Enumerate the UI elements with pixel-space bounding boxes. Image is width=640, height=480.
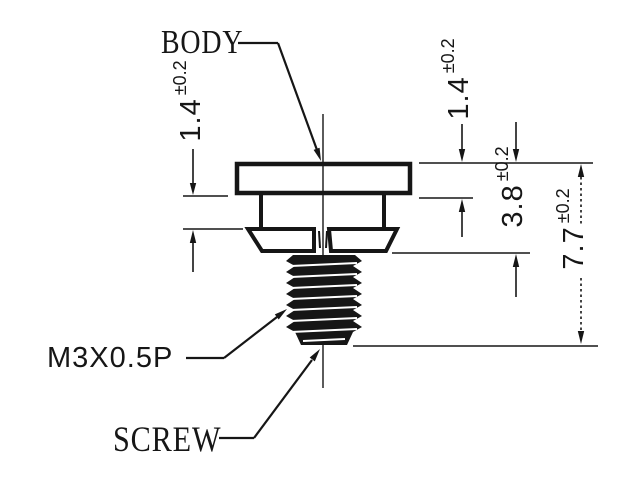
dim-body-height-value: 3.8 (496, 184, 529, 228)
thread-chamfer-left-tick (318, 230, 321, 249)
body-leader-line (238, 41, 321, 161)
dim-flange-height-lines (458, 124, 466, 237)
dim-overall-height-lines (577, 164, 585, 344)
extension-lines (183, 162, 598, 347)
dim-body-height-tolerance: ±0.2 (492, 146, 513, 182)
dim-flange-height-tolerance: ±0.2 (438, 38, 459, 74)
dim-overall-height-label: 7.7±0.2 (553, 188, 590, 270)
thread-chamfer-right-tick (325, 230, 328, 249)
thread-spec-label: M3X0.5P (47, 342, 174, 374)
dim-neck-height-value: 1.4 (174, 98, 207, 142)
screw-thread-body (286, 255, 362, 345)
collar-left-outline (244, 227, 316, 253)
screw-leader-line (219, 349, 320, 440)
dim-overall-height-tolerance: ±0.2 (553, 188, 574, 224)
thread-crest-lines (290, 262, 358, 342)
dim-neck-height-label: 1.4±0.2 (170, 60, 207, 142)
body-label: BODY (161, 24, 244, 61)
dim-neck-height-lines (189, 149, 197, 272)
dim-neck-height-tolerance: ±0.2 (170, 60, 191, 96)
screw-label: SCREW (113, 419, 222, 459)
dim-body-height-lines (512, 122, 520, 297)
dim-body-height-label: 3.8±0.2 (492, 146, 529, 228)
thread-spec-leader-line (186, 309, 287, 360)
dim-flange-height-label: 1.4±0.2 (438, 38, 475, 120)
body-flange-outline (234, 161, 413, 196)
dim-overall-height-value: 7.7 (557, 226, 590, 270)
dim-flange-height-value: 1.4 (442, 76, 475, 120)
collar-right-outline (326, 227, 401, 253)
